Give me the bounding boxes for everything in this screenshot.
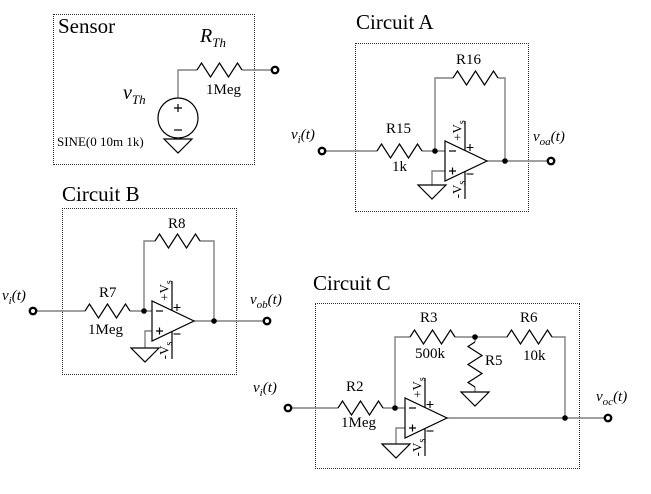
circuit-c-output-terminal <box>603 413 613 423</box>
circuit-b-input-label: vi(t) <box>2 288 26 307</box>
circuit-a-output-label: voa(t) <box>533 129 565 148</box>
sensor-ground-icon <box>163 138 193 154</box>
circuit-a-r15-value: 1k <box>392 159 407 175</box>
circuit-a-output-terminal <box>546 156 556 166</box>
sensor-resistor-rth <box>196 62 243 78</box>
circuit-c-r6-name: R6 <box>520 310 538 326</box>
sensor-rth-name: RTh <box>200 25 226 50</box>
circuit-c-r5-name: R5 <box>485 353 503 369</box>
sensor-block-outline <box>53 14 255 165</box>
circuit-c-r6-value: 10k <box>523 348 546 364</box>
node-dot <box>432 148 438 154</box>
circuit-b-output-label: vob(t) <box>250 292 282 311</box>
node-dot <box>211 318 217 324</box>
circuit-b-feedback-wires <box>143 240 215 321</box>
sensor-schematic <box>157 62 280 154</box>
node-dot <box>562 415 568 421</box>
circuit-b-ground-wire <box>144 330 152 348</box>
circuit-a-r15-name: R15 <box>386 121 412 137</box>
circuit-b-input-terminal <box>28 306 38 316</box>
circuit-c-resistor-r6 <box>506 329 553 345</box>
circuit-b-resistor-r8 <box>154 233 201 249</box>
sensor-output-terminal <box>270 65 280 75</box>
sensor-wires <box>177 69 271 98</box>
circuit-b-output-terminal <box>262 316 272 326</box>
circuit-c-block-outline <box>315 303 580 469</box>
circuit-b-schematic <box>28 233 272 363</box>
circuit-b-block-outline <box>62 208 237 375</box>
source-plus-icon <box>174 104 182 112</box>
circuit-a-block-outline <box>355 43 529 212</box>
circuit-c-schematic <box>283 329 613 459</box>
circuit-c-ground-wire <box>395 427 405 444</box>
circuit-c-r2-name: R2 <box>346 379 364 395</box>
circuit-c-r3-name: R3 <box>420 310 438 326</box>
circuit-a-input-terminal <box>317 146 327 156</box>
circuit-a-vplus-label: +Vs <box>449 120 469 141</box>
circuit-a-feedback-wires <box>434 77 506 161</box>
circuit-b-r7-value: 1Meg <box>88 322 123 338</box>
circuit-c-r2-value: 1Meg <box>341 415 376 431</box>
circuit-a-resistor-r15 <box>376 143 423 159</box>
circuit-c-title: Circuit C <box>313 271 391 295</box>
circuit-c-vplus-label: +Vs <box>409 377 429 398</box>
circuit-b-r8-name: R8 <box>168 216 186 232</box>
circuit-b-vminus-label: -Vs <box>156 341 176 360</box>
circuit-a-r16-name: R16 <box>456 52 482 68</box>
sensor-title: Sensor <box>58 14 116 38</box>
circuit-b-r7-name: R7 <box>99 285 117 301</box>
circuit-b-title: Circuit B <box>62 182 140 206</box>
node-dot <box>392 405 398 411</box>
circuit-c-ground-icon <box>381 443 411 459</box>
circuit-a-resistor-r16 <box>452 70 499 86</box>
circuit-a-ground-icon <box>417 184 447 200</box>
sensor-sine-directive: SINE(0 10m 1k) <box>57 134 144 149</box>
circuit-a-input-label: vi(t) <box>291 127 315 146</box>
circuit-a-title: Circuit A <box>356 10 434 34</box>
circuit-c-r3-value: 500k <box>415 346 445 362</box>
circuit-c-resistor-r5 <box>467 341 483 388</box>
circuit-b-resistor-r7 <box>84 303 131 319</box>
node-dot <box>502 158 508 164</box>
circuit-c-vminus-label: -Vs <box>409 438 429 457</box>
circuit-c-r5-ground-icon <box>460 391 490 407</box>
circuit-c-feedback-wires <box>394 336 566 418</box>
circuit-a-ground-wire <box>431 170 445 185</box>
node-dot <box>141 308 147 314</box>
sensor-rth-value: 1Meg <box>206 82 241 98</box>
circuit-b-ground-icon <box>130 347 160 363</box>
circuit-c-input-label: vi(t) <box>253 380 277 399</box>
circuit-b-vplus-label: +Vs <box>156 280 176 301</box>
node-dot <box>472 334 478 340</box>
circuit-c-output-label: voc(t) <box>596 389 628 408</box>
circuit-c-resistor-r2 <box>337 400 384 416</box>
circuit-a-vminus-label: -Vs <box>449 180 469 199</box>
circuit-c-resistor-r3 <box>409 329 456 345</box>
circuit-a-schematic <box>317 70 556 200</box>
circuit-c-input-terminal <box>283 403 293 413</box>
sensor-vth-name: vTh <box>123 82 146 107</box>
